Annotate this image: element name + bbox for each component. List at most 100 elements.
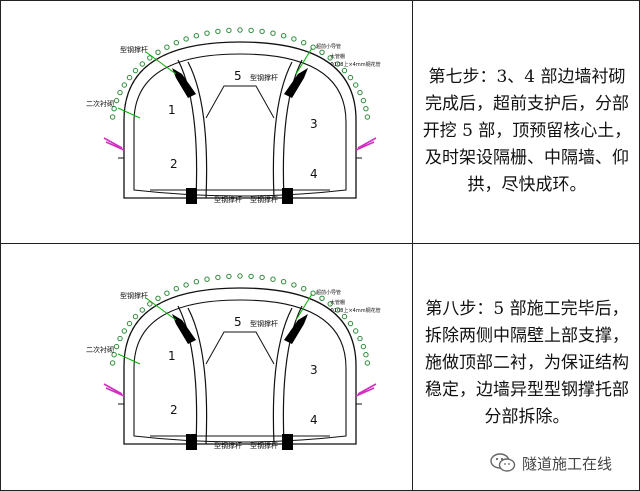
watermark-text: 隧道施工在线 [522,454,613,473]
left-partition-outer [177,305,198,445]
part-label-5: 5 [234,69,242,83]
pipe-dot [155,295,161,301]
pipe-dot [121,328,128,334]
steel-block [186,434,197,450]
outer-lining [123,287,357,445]
pipe-dot [109,114,116,120]
steel-block [186,188,197,204]
right-partition-inner [272,307,293,445]
pipe-dot [259,274,265,281]
pipe-dot [310,44,316,50]
pipe-dot [121,82,128,88]
left-partition-outer [177,59,198,199]
strut-bottom-left-label: 型钢撑杆 [214,441,242,450]
note-leader [295,47,313,75]
pipe-dot [364,114,371,120]
lining-leader [117,353,141,365]
pipe-dot [173,40,180,46]
strut-top-label: 型钢撑杆 [250,73,278,82]
pipe-dot [363,352,369,358]
pipe-dot [111,106,117,112]
table-border-top [0,0,640,1]
pipe-dot [360,97,367,104]
inner-lining [133,299,347,443]
pipe-dot [237,27,243,33]
pipe-dot [117,89,123,96]
pipe-dot [341,313,348,320]
pipe-dot [155,49,161,55]
part-label-3: 3 [310,363,318,377]
pipe-dot [335,307,341,313]
pipe-dot [291,36,297,42]
pipe-dot [319,295,325,301]
pipe-dot [270,276,276,282]
pipe-dot [280,279,287,285]
pipe-dot [215,28,221,35]
row-divider [0,243,640,244]
part-label-3: 3 [310,117,318,131]
pipe-dot [109,360,116,366]
pipe-dot [237,273,243,279]
wechat-icon [490,453,516,472]
upper-left-strut-block [172,68,196,98]
right-partition-inner [272,61,293,199]
pipe-dot [259,28,265,35]
pipe-dot [204,276,210,282]
pipe-dot [357,335,363,342]
pipe-dot [353,328,359,334]
note-label-2: 大管棚 [330,299,345,306]
upper-right-strut-block [284,68,308,98]
pipe-dot [248,27,254,34]
part-label-1: 1 [168,103,176,117]
pipe-dot [301,40,307,46]
lining-label: 二次衬砌 [86,345,114,354]
pipe-dot [111,352,117,358]
right-anchor [355,383,377,397]
left-partition-inner [187,61,208,199]
steel-block [282,434,293,450]
pipe-dot [132,313,139,320]
pipe-dot [335,61,341,67]
upper-left-strut-block [172,314,196,344]
pipe-dot [226,273,232,280]
step7-description: 第七步：3、4 部边墙衬砌完成后，超前支护后，分部开挖 5 部，顶预留核心土，及… [422,67,632,195]
pipe-dot [301,286,307,292]
left-partition-inner [187,307,208,445]
column-divider [412,0,413,491]
pipe-dot [319,49,325,55]
pipe-dot [147,301,153,307]
pipe-dot [215,274,221,281]
right-anchor [355,137,377,151]
note-label-3: Φ108上×4mm钢花管 [330,61,381,68]
pipe-dot [173,286,180,292]
strut-bottom-right-label: 型钢撑杆 [250,441,278,450]
part-label-1: 1 [168,349,176,363]
pipe-dot [280,33,287,39]
inner-lining [133,53,347,197]
strut-bottom-left-label: 型钢撑杆 [214,195,242,204]
strut-top-label: 型钢撑杆 [250,319,278,328]
note-label-1: 超前小导管 [316,43,341,50]
pipe-dot [126,74,133,81]
left-top-leader [145,297,177,321]
pipe-dot [164,290,170,296]
strut-bottom-right-label: 型钢撑杆 [250,195,278,204]
pipe-dot [327,301,333,307]
note-label-1: 超前小导管 [316,289,341,296]
pipe-dot [360,343,367,350]
pipe-dot [113,97,120,104]
table-border-left [0,0,1,491]
note-label-3: Φ108上×4mm钢花管 [330,307,381,314]
pipe-dot [147,55,153,61]
part-label-2: 2 [170,157,178,171]
pipe-dot [327,55,333,61]
lining-label: 二次衬砌 [86,99,114,108]
pipe-dot [357,89,363,96]
lining-leader [117,107,141,119]
pipe-dot [363,106,369,112]
part-label-4: 4 [310,413,318,427]
